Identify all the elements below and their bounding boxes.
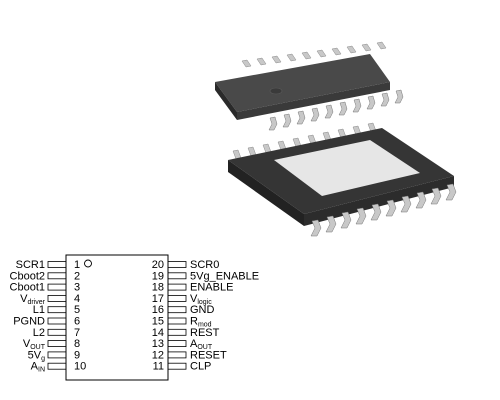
pin-16: 16 GND (152, 304, 215, 316)
pin-6-label: PGND (13, 316, 45, 328)
pin-11-label: CLP (190, 361, 211, 373)
pin-16-lead (167, 306, 187, 314)
pin-12: 12 RESET (152, 349, 227, 361)
pin-9-label: 5Vg (28, 349, 45, 362)
pin-13-number: 13 (152, 338, 164, 350)
pin-1-lead (47, 261, 67, 268)
pin-8-lead (47, 340, 67, 348)
pin-6: PGND 6 (13, 316, 80, 328)
pin-10: AIN 10 (31, 361, 87, 374)
pin-10-number: 10 (74, 361, 86, 373)
pin-12-lead (167, 351, 187, 359)
pin-13-label: AOUT (190, 338, 213, 351)
pin-1-number: 1 (74, 259, 80, 271)
pin-19-number: 19 (152, 270, 164, 282)
pin-10-label: AIN (31, 361, 45, 374)
pin-17-label: Vlogic (190, 293, 212, 306)
pin-12-label: RESET (190, 349, 227, 361)
pin-20: 20 SCR0 (152, 259, 220, 271)
pin-4: Vdriver 4 (20, 293, 80, 306)
pin-19: 19 5Vg_ENABLE (152, 270, 259, 282)
pin-3: Cboot1 3 (10, 282, 81, 294)
pin-18-lead (167, 283, 187, 291)
pin-5-lead (47, 306, 67, 314)
pin-20-label: SCR0 (190, 259, 219, 271)
pin-3-label: Cboot1 (10, 282, 45, 294)
bottom-chip-front-leads (310, 183, 457, 237)
pin-11-lead (167, 362, 187, 370)
pin-14-label: REST (190, 327, 220, 339)
pin-19-lead (167, 272, 187, 280)
pin-4-label: Vdriver (20, 293, 46, 306)
pin-2-label: Cboot2 (10, 270, 45, 282)
pin-18-label: ENABLE (190, 282, 233, 294)
pin-8: VOUT 8 (23, 338, 80, 351)
pin-4-lead (47, 294, 67, 302)
pin-7-label: L2 (33, 327, 45, 339)
pin-17: 17 Vlogic (152, 293, 212, 306)
pin-15-lead (167, 317, 187, 325)
pin-13-lead (167, 340, 187, 348)
pin-18-number: 18 (152, 282, 164, 294)
pin-1-label: SCR1 (16, 259, 45, 271)
pin-8-label: VOUT (23, 338, 46, 351)
top-chip-body (215, 54, 390, 120)
pin-10-lead (47, 362, 67, 370)
pin-16-label: GND (190, 304, 215, 316)
pin-15-number: 15 (152, 316, 164, 328)
top-chip-front-leads (268, 89, 404, 131)
pin-17-lead (167, 294, 187, 302)
pin-3-number: 3 (74, 282, 80, 294)
pin-9-number: 9 (74, 349, 80, 361)
pin1-marker (84, 259, 92, 268)
pin-2-number: 2 (74, 270, 80, 282)
pin-15-label: Rmod (190, 316, 212, 329)
pin-11-number: 11 (153, 361, 164, 373)
pin-9: 5Vg 9 (28, 349, 81, 362)
package-photo (215, 41, 457, 237)
pin-7: L2 7 (33, 327, 80, 339)
pin-20-number: 20 (152, 259, 164, 271)
pin-3-lead (47, 283, 67, 291)
pin-14: 14 REST (152, 327, 220, 339)
pin-7-number: 7 (74, 327, 80, 339)
pin-12-number: 12 (152, 349, 164, 361)
bottom-chip-body (228, 128, 454, 226)
pin-5: L1 5 (33, 304, 80, 316)
pin-9-lead (47, 351, 67, 359)
pin-15: 15 Rmod (152, 316, 212, 329)
pin-2-lead (47, 272, 67, 280)
pin-16-number: 16 (152, 304, 164, 316)
pin-19-label: 5Vg_ENABLE (190, 270, 259, 282)
pin-13: 13 AOUT (152, 338, 213, 351)
pin-2: Cboot2 2 (10, 270, 81, 282)
pin-6-number: 6 (74, 316, 80, 328)
pin-4-number: 4 (74, 293, 80, 305)
pin-5-number: 5 (74, 304, 80, 316)
pin-5-label: L1 (33, 304, 45, 316)
pin-6-lead (47, 317, 67, 325)
pin-1: SCR1 1 (16, 259, 80, 271)
pin-20-lead (167, 261, 187, 268)
pin-18: 18 ENABLE (152, 282, 234, 294)
pin-8-number: 8 (74, 338, 80, 350)
pin-17-number: 17 (152, 293, 164, 305)
top-chip-upper-leads (241, 41, 387, 68)
ic-package-outline (65, 254, 169, 381)
pin-14-number: 14 (152, 327, 164, 339)
bottom-chip-upper-leads (232, 122, 377, 160)
pin-7-lead (47, 328, 67, 336)
pin-14-lead (167, 328, 187, 336)
pin-11: 11 CLP (153, 361, 212, 373)
